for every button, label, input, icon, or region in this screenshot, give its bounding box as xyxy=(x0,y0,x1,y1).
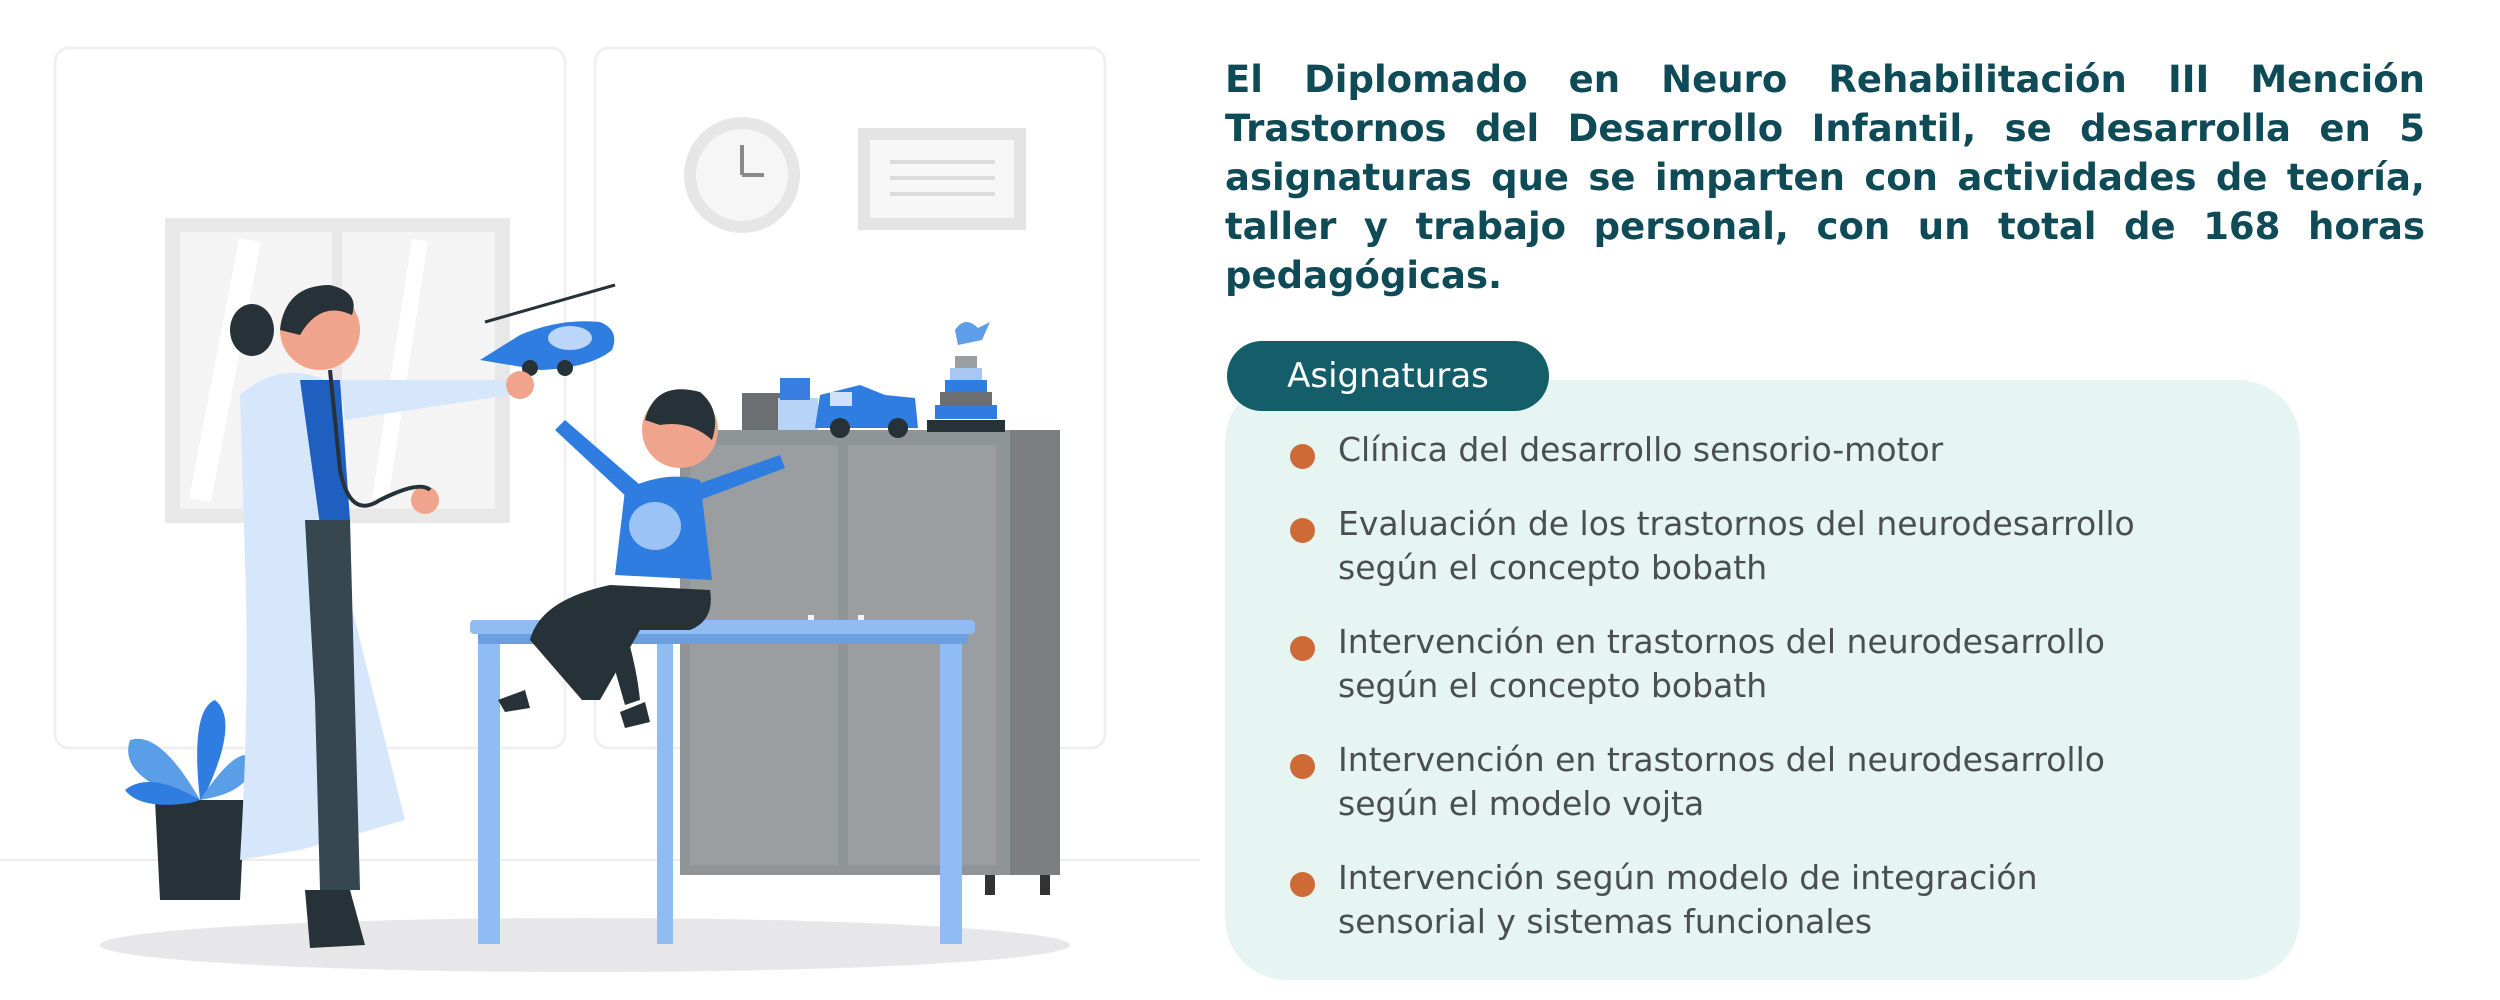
cabinet xyxy=(680,430,1060,895)
subject-line-1: Evaluación de los trastornos del neurode… xyxy=(1338,504,2135,543)
child-figure xyxy=(498,389,785,728)
subject-line-1: Intervención en trastornos del neurodesa… xyxy=(1338,622,2105,661)
section-label: Asignaturas xyxy=(1227,341,1549,411)
clock-icon xyxy=(684,117,800,233)
stacking-ring-toy-icon xyxy=(927,321,1005,432)
subjects-list: Clínica del desarrollo sensorio-motor Ev… xyxy=(1280,428,2280,974)
bullet-dot xyxy=(1290,444,1315,469)
subject-line-2: sensorial y sistemas funcionales xyxy=(1338,902,1873,941)
list-item: Intervención en trastornos del neurodesa… xyxy=(1280,620,2280,708)
doctor-figure xyxy=(230,285,534,948)
helicopter-toy-icon xyxy=(480,283,616,376)
subjects-panel xyxy=(1225,380,2300,980)
bullet-dot xyxy=(1290,754,1315,779)
list-item: Intervención en trastornos del neurodesa… xyxy=(1280,738,2280,826)
blocks-toy-icon xyxy=(742,378,818,430)
bullet-dot xyxy=(1290,872,1315,897)
list-item: Evaluación de los trastornos del neurode… xyxy=(1280,502,2280,590)
plant-icon xyxy=(125,700,255,900)
list-item: Clínica del desarrollo sensorio-motor xyxy=(1280,428,2280,472)
subject-line-2: según el concepto bobath xyxy=(1338,666,1768,705)
subject-line-1: Clínica del desarrollo sensorio-motor xyxy=(1338,430,1944,469)
frame-icon xyxy=(858,128,1026,230)
bullet-dot xyxy=(1290,518,1315,543)
list-item: Intervención según modelo de integración… xyxy=(1280,856,2280,944)
clinic-illustration xyxy=(0,46,1200,972)
car-toy-icon xyxy=(815,385,918,438)
subject-line-2: según el concepto bobath xyxy=(1338,548,1768,587)
subject-line-1: Intervención según modelo de integración xyxy=(1338,858,2038,897)
bullet-dot xyxy=(1290,636,1315,661)
subject-line-2: según el modelo vojta xyxy=(1338,784,1705,823)
subject-line-1: Intervención en trastornos del neurodesa… xyxy=(1338,740,2105,779)
program-description: El Diplomado en Neuro Rehabilitación III… xyxy=(1225,58,2425,297)
floor-shadow xyxy=(100,918,1070,972)
